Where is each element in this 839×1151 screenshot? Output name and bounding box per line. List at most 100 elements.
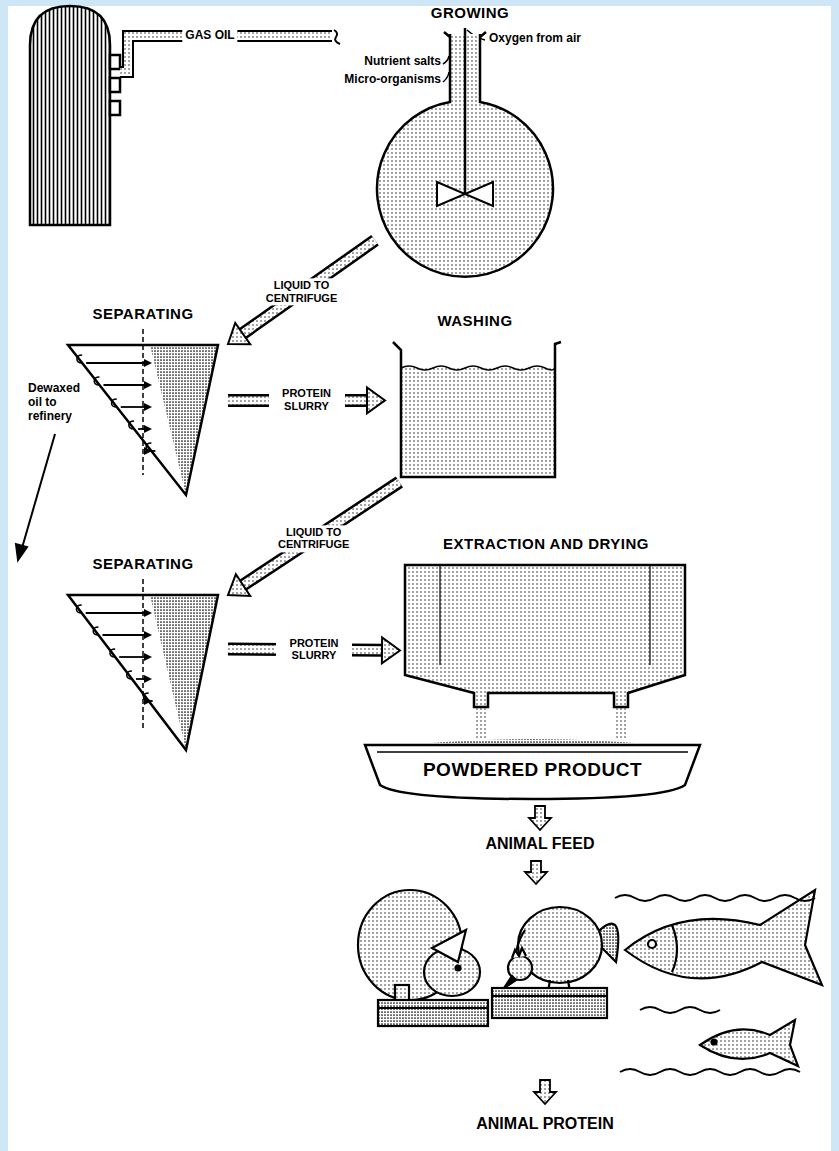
- centrifuge-cone-outline: [119, 656, 146, 658]
- flow-pipe-arrow: [243, 240, 375, 333]
- stage-label: ANIMAL PROTEIN: [476, 1115, 613, 1133]
- flow-pipe-arrow: [243, 482, 399, 585]
- product-tray-outline: [365, 739, 700, 799]
- pig: [378, 1007, 488, 1009]
- centrifuge-cone-outline: [150, 595, 218, 750]
- centrifuge-cone-outline: [86, 612, 146, 614]
- background-panel: [8, 6, 831, 1151]
- flow-pipe-arrow: [228, 574, 250, 596]
- pig: [378, 1000, 488, 1026]
- input-label: Oxygen from air: [489, 32, 581, 46]
- chicken: [512, 948, 526, 958]
- input-label: Nutrient salts: [364, 55, 441, 69]
- feed-leaders: [443, 56, 449, 64]
- distillation-column: [30, 6, 120, 225]
- centrifuge-cone-outline: [127, 671, 132, 679]
- product-tray-outline: [365, 745, 700, 799]
- centrifuge-cone-outline: [144, 425, 152, 433]
- stream-label: GAS OIL: [182, 29, 237, 43]
- wash-beaker: WASHING: [385, 312, 565, 482]
- centrifuge-cone-outline: [150, 345, 218, 495]
- fish: [625, 890, 822, 985]
- centrifuge-cone-outline: [129, 421, 134, 429]
- centrifuge-cone-outline: [144, 381, 152, 389]
- drying-hopper-outline: [405, 565, 685, 707]
- flow-pipe-arrow: [243, 482, 399, 585]
- wash-beaker-outline: [401, 366, 555, 370]
- centrifuge-cone-outline: [103, 384, 146, 386]
- pipe-label: PROTEIN SLURRY: [269, 387, 345, 414]
- outlet-label: Dewaxed oil to refinery: [28, 382, 86, 423]
- wash-beaker-outline: [385, 312, 565, 482]
- centrifuge-cone-outline: [58, 555, 228, 755]
- drying-hopper-outline: [440, 565, 650, 665]
- fish: [648, 940, 656, 948]
- product-tray: POWDERED PRODUCT: [365, 735, 700, 803]
- stage-heading: GROWING: [431, 4, 510, 21]
- oil-outlet-arrow: [16, 544, 27, 560]
- centrifuge-cone-outline: [68, 329, 218, 495]
- wash-beaker-outline: [393, 342, 561, 477]
- stage-label: ANIMAL FEED: [485, 835, 594, 853]
- centrifuge-cone-outline: [68, 579, 218, 750]
- flow-pipe-arrow: [367, 387, 385, 413]
- pig: [456, 966, 461, 971]
- pipe-label: PROTEIN SLURRY: [276, 636, 352, 663]
- oil-outlet-arrow: [16, 434, 55, 560]
- water-waves: [620, 1069, 800, 1075]
- product-tray-outline: [377, 751, 688, 753]
- powder-stream: [614, 708, 627, 740]
- gas-oil-pipe: [334, 30, 340, 44]
- water-waves: [640, 1007, 720, 1013]
- centrifuge-cone-outline: [94, 377, 99, 385]
- growth-flask-outline: [375, 4, 565, 282]
- centrifuge-cone-outline: [146, 443, 151, 451]
- distillation-column: [110, 101, 120, 115]
- centrifuge-cone-outline: [77, 355, 82, 363]
- distillation-column: [110, 78, 120, 92]
- fish: [625, 890, 822, 1066]
- pipe-label: LIQUID TO CENTRIFUGE: [265, 525, 363, 552]
- stage-heading: SEPARATING: [92, 555, 193, 572]
- centrifuge-cone-outline: [110, 649, 115, 657]
- centrifuge-cone-outline: [102, 634, 146, 636]
- centrifuge-cone-outline: [144, 653, 152, 661]
- stage-heading: WASHING: [437, 312, 512, 329]
- centrifuge-cone-outline: [93, 627, 98, 635]
- wash-beaker-outline: [393, 342, 561, 477]
- growth-flask-outline: [437, 182, 493, 206]
- flow-arrow: [525, 861, 547, 884]
- flow-pipe-arrow: [228, 240, 375, 344]
- centrifuge-cone-outline: [144, 403, 152, 411]
- centrifuge-cone-outline: [143, 693, 148, 701]
- pig: [432, 930, 466, 962]
- input-label: Micro-organisms: [344, 73, 441, 87]
- distillation-column: [110, 55, 120, 69]
- flow-pipe-arrow: [228, 323, 250, 344]
- pig: [358, 890, 488, 1026]
- flow-pipe-arrow: [382, 637, 400, 663]
- water-waves: [615, 895, 815, 901]
- wash-beaker-outline: [401, 368, 555, 477]
- drying-hopper-outline: [405, 565, 685, 707]
- centrifuge-cone-outline: [58, 305, 228, 500]
- flow-arrow: [534, 1080, 556, 1104]
- oil-outlet-arrow: [22, 434, 55, 548]
- centrifuge-cone-outline: [86, 362, 146, 364]
- centrifuge-cone-outline: [68, 345, 218, 495]
- flow-pipe-arrow: [228, 387, 385, 413]
- fish: [672, 925, 677, 972]
- chicken: [492, 988, 607, 1018]
- centrifuge-cone-outline: [76, 605, 81, 613]
- stage-heading: EXTRACTION AND DRYING: [443, 535, 649, 552]
- distillation-column: [30, 6, 110, 225]
- growth-flask-outline: [464, 28, 467, 194]
- centrifuge-cone-outline: [68, 595, 218, 750]
- powder-stream: [474, 708, 627, 740]
- centrifuge-cone: SEPARATING: [58, 555, 228, 755]
- centrifuge-cone-outline: [112, 399, 117, 407]
- centrifuge-cone-outline: [144, 675, 152, 683]
- stage-heading: POWDERED PRODUCT: [423, 759, 642, 781]
- water-waves: [615, 895, 815, 1075]
